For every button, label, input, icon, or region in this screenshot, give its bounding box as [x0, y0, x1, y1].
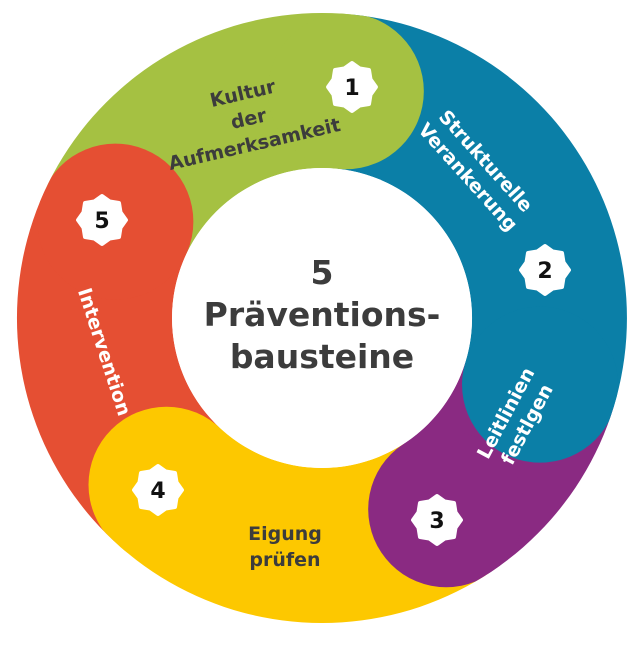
step-number: 2 [537, 259, 552, 284]
starburst-icon [326, 61, 378, 113]
label-eignung: Eigung prüfen [248, 523, 322, 571]
starburst-icon [76, 194, 128, 246]
starburst-icon [411, 494, 463, 546]
step-number: 3 [429, 509, 444, 534]
svg-text:prüfen: prüfen [249, 549, 320, 571]
starburst-icon [132, 464, 184, 516]
svg-text:Eigung: Eigung [248, 523, 322, 545]
step-number: 1 [344, 76, 359, 101]
step-number: 4 [150, 479, 165, 504]
segment-cap-strukturelle [462, 306, 619, 463]
step-badge-3: 3 [411, 494, 463, 546]
starburst-icon [519, 244, 571, 296]
center-number: 5 [311, 253, 334, 292]
step-badge-2: 2 [519, 244, 571, 296]
step-badge-5: 5 [76, 194, 128, 246]
step-badge-4: 4 [132, 464, 184, 516]
center-circle [172, 168, 472, 468]
step-badge-1: 1 [326, 61, 378, 113]
center-title-line2: bausteine [230, 337, 414, 376]
center-title-line1: Präventions- [204, 295, 441, 334]
step-number: 5 [94, 209, 109, 234]
